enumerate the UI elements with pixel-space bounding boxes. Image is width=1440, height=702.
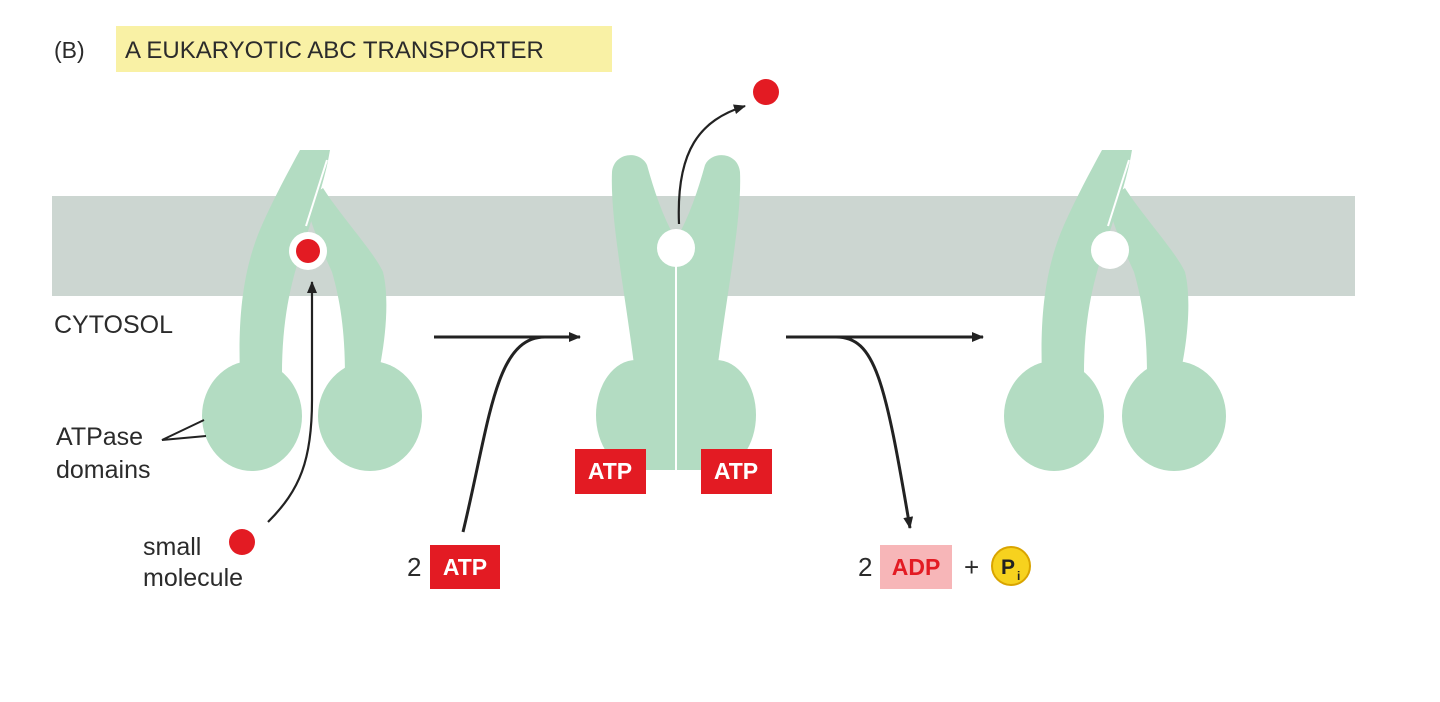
released-small-molecule <box>753 79 779 105</box>
phosphate-label: P <box>1001 556 1015 579</box>
atp-badge-bound-left-text: ATP <box>588 458 632 484</box>
transporter-outward-facing <box>596 155 756 470</box>
empty-pocket <box>1091 231 1129 269</box>
atp-badge-bound-left <box>575 449 646 494</box>
atp-input-arrow <box>461 335 546 533</box>
atpase-domain-right-3 <box>1122 361 1226 471</box>
atpase-domain-left-3 <box>1004 361 1104 471</box>
figure-title: A EUKARYOTIC ABC TRANSPORTER <box>125 37 544 64</box>
panel-label: (B) <box>54 37 85 63</box>
release-arrow <box>677 104 746 225</box>
small-molecule-dot <box>229 529 255 555</box>
adp-badge-text: ADP <box>892 554 941 580</box>
title-highlight <box>116 26 612 72</box>
empty-pocket-open <box>657 229 695 267</box>
phosphate-subscript: i <box>1017 569 1020 583</box>
hydrolysis-output-arrow <box>835 335 914 529</box>
atp-badge-input <box>430 545 500 589</box>
atp-coefficient: 2 <box>407 552 421 582</box>
adp-badge <box>880 545 952 589</box>
transmembrane-arm-right-2 <box>676 155 741 470</box>
adp-coefficient: 2 <box>858 552 872 582</box>
atpase-domain-left <box>202 361 302 471</box>
entry-arrow <box>267 281 317 523</box>
small-molecule-label-line2: molecule <box>143 564 243 592</box>
bound-small-molecule <box>296 239 320 263</box>
arm-division-line-3 <box>1107 159 1130 227</box>
atp-badge-input-text: ATP <box>443 554 487 580</box>
transmembrane-arm-left-2 <box>611 155 676 470</box>
cytosol-label: CYTOSOL <box>54 311 173 339</box>
transporter-inward-facing <box>202 150 422 471</box>
transporter-reset <box>1004 150 1226 471</box>
atpase-label-line1: ATPase <box>56 423 143 451</box>
phosphate-icon <box>991 546 1031 586</box>
atp-badge-bound-right-text: ATP <box>714 458 758 484</box>
arm-division-line <box>305 159 328 227</box>
transmembrane-arm-right-3 <box>1107 188 1189 375</box>
atpase-label-line2: domains <box>56 456 151 484</box>
atpase-pointer-lines <box>161 419 207 441</box>
transmembrane-arm-right <box>305 188 387 375</box>
atpase-domain-right <box>318 361 422 471</box>
plus-sign: + <box>964 552 979 582</box>
small-molecule-label-line1: small <box>143 533 201 561</box>
atp-badge-bound-right <box>701 449 772 494</box>
